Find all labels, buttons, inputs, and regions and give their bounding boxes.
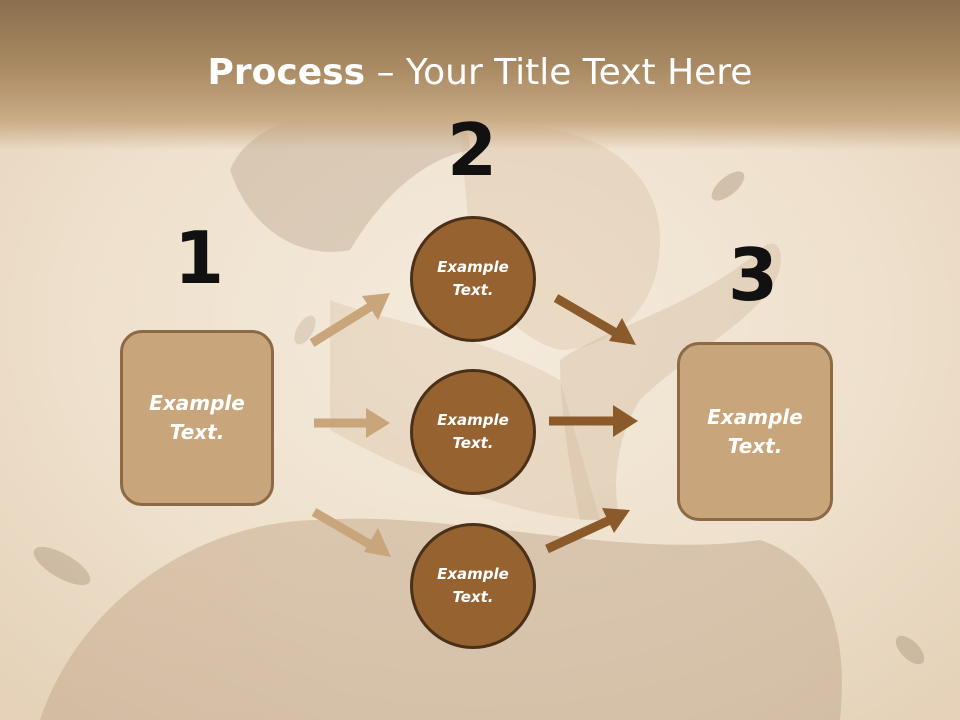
left-box-text: Example Text. [149,391,245,444]
slide-title: Process – Your Title Text Here [0,52,960,93]
right-box-text: Example Text. [707,404,803,458]
circle-middle: Example Text. [410,369,536,495]
title-rest: Your Title Text Here [405,52,753,93]
circle-top: Example Text. [410,216,536,342]
step-number-2: 2 [446,108,498,192]
circle-middle-text: Example Text. [437,411,509,452]
circle-bottom: Example Text. [410,523,536,649]
left-box: Example Text. [120,330,274,506]
title-band [0,0,960,150]
step-number-3: 3 [727,233,779,317]
circle-top-text: Example Text. [437,258,509,299]
step-number-1: 1 [173,216,225,300]
circle-bottom-text: Example Text. [437,565,509,606]
right-box: Example Text. [677,342,833,521]
title-separator: – [365,52,406,93]
title-bold: Process [207,52,366,93]
